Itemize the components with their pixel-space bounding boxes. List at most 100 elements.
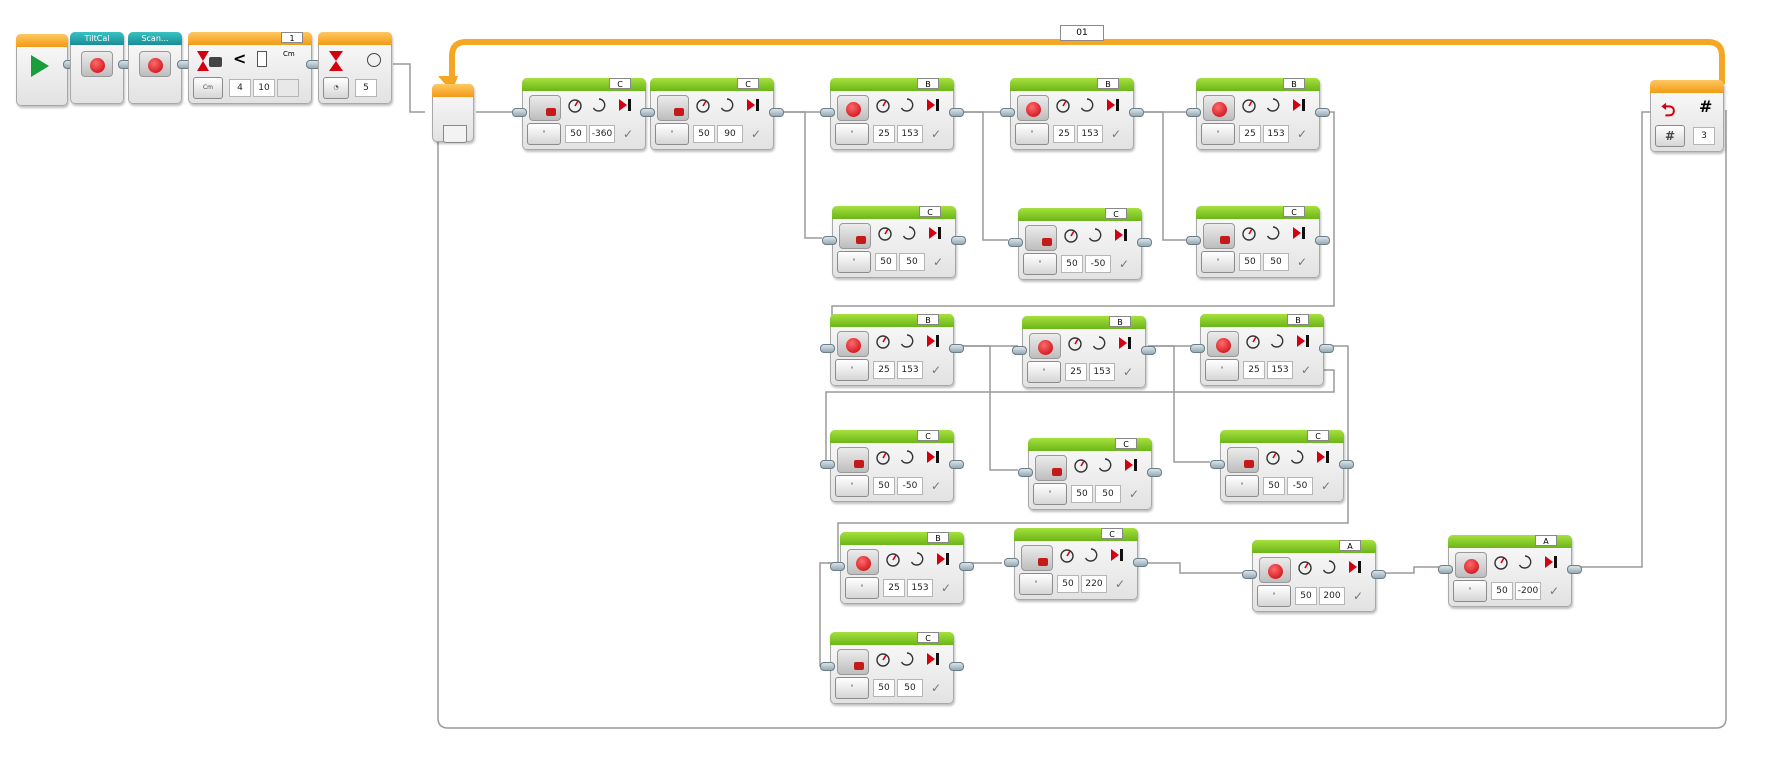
sequence-plug-in[interactable] — [1210, 460, 1225, 469]
sequence-plug-out[interactable] — [949, 108, 964, 117]
motor-port-selector[interactable]: B — [1097, 78, 1119, 89]
brake-checkbox[interactable]: ✓ — [930, 363, 942, 377]
degrees-input[interactable]: 153 — [1089, 363, 1115, 381]
motor-port-selector[interactable]: B — [917, 78, 939, 89]
sequence-plug-out[interactable] — [949, 460, 964, 469]
sequence-plug-in[interactable] — [830, 562, 845, 571]
motor-mode-selector[interactable]: ° — [1205, 359, 1239, 381]
brake-checkbox[interactable]: ✓ — [1122, 365, 1134, 379]
wait-ultrasonic-block[interactable]: 1 < Cm Cm 4 10 — [188, 32, 312, 104]
compare-type-input[interactable]: 4 — [229, 79, 251, 97]
brake-checkbox[interactable]: ✓ — [1128, 487, 1140, 501]
sequence-plug-out[interactable] — [951, 236, 966, 245]
scan-myblock[interactable]: Scan... — [128, 32, 182, 104]
power-input[interactable]: 50 — [693, 125, 715, 143]
degrees-input[interactable]: -200 — [1515, 582, 1541, 600]
motor-mode-selector[interactable]: ° — [835, 359, 869, 381]
power-input[interactable]: 25 — [1065, 363, 1087, 381]
power-input[interactable]: 50 — [1491, 582, 1513, 600]
sequence-plug-in[interactable] — [512, 108, 527, 117]
large-motor-block-m14[interactable]: C°50-50✓ — [1220, 430, 1344, 502]
sensor-port-selector[interactable]: 1 — [281, 32, 303, 43]
degrees-input[interactable]: 153 — [897, 361, 923, 379]
motor-port-selector[interactable]: B — [927, 532, 949, 543]
motor-port-selector[interactable]: C — [737, 78, 759, 89]
power-input[interactable]: 25 — [873, 361, 895, 379]
brake-checkbox[interactable]: ✓ — [1110, 127, 1122, 141]
degrees-input[interactable]: 220 — [1081, 575, 1107, 593]
power-input[interactable]: 50 — [1295, 587, 1317, 605]
sequence-plug-in[interactable] — [1438, 565, 1453, 574]
degrees-input[interactable]: -50 — [897, 477, 923, 495]
sequence-plug-out[interactable] — [1315, 108, 1330, 117]
motor-mode-selector[interactable]: ° — [1015, 123, 1049, 145]
motor-port-selector[interactable]: C — [1115, 438, 1137, 449]
power-input[interactable]: 25 — [883, 579, 905, 597]
measured-value-output[interactable] — [277, 79, 299, 97]
sequence-plug-in[interactable] — [1004, 558, 1019, 567]
degrees-input[interactable]: 50 — [897, 679, 923, 697]
motor-mode-selector[interactable]: ° — [527, 123, 561, 145]
motor-port-selector[interactable]: B — [1283, 78, 1305, 89]
sequence-plug-in[interactable] — [1242, 570, 1257, 579]
sequence-plug-in[interactable] — [820, 108, 835, 117]
sequence-plug-out[interactable] — [949, 662, 964, 671]
motor-port-selector[interactable]: C — [919, 206, 941, 217]
large-motor-block-m7[interactable]: C°50-50✓ — [1018, 208, 1142, 280]
motor-port-selector[interactable]: C — [1105, 208, 1127, 219]
motor-port-selector[interactable]: C — [917, 632, 939, 643]
power-input[interactable]: 50 — [873, 679, 895, 697]
degrees-input[interactable]: -50 — [1287, 477, 1313, 495]
motor-port-selector[interactable]: C — [1283, 206, 1305, 217]
power-input[interactable]: 50 — [1057, 575, 1079, 593]
degrees-input[interactable]: 50 — [899, 253, 925, 271]
power-input[interactable]: 50 — [875, 253, 897, 271]
ultrasonic-mode-selector[interactable]: Cm — [193, 77, 223, 99]
power-input[interactable]: 25 — [1239, 125, 1261, 143]
motor-mode-selector[interactable]: ° — [1201, 123, 1235, 145]
sequence-plug-out[interactable] — [1315, 236, 1330, 245]
degrees-input[interactable]: 153 — [897, 125, 923, 143]
motor-mode-selector[interactable]: ° — [845, 577, 879, 599]
brake-checkbox[interactable]: ✓ — [940, 581, 952, 595]
motor-mode-selector[interactable]: ° — [1201, 251, 1235, 273]
power-input[interactable]: 25 — [873, 125, 895, 143]
motor-port-selector[interactable]: C — [1101, 528, 1123, 539]
brake-checkbox[interactable]: ✓ — [1114, 577, 1126, 591]
motor-mode-selector[interactable]: ° — [655, 123, 689, 145]
brake-checkbox[interactable]: ✓ — [1352, 589, 1364, 603]
sequence-plug-in[interactable] — [820, 344, 835, 353]
brake-checkbox[interactable]: ✓ — [1296, 127, 1308, 141]
wait-time-block[interactable]: ◔ 5 — [318, 32, 392, 104]
brake-checkbox[interactable]: ✓ — [622, 127, 634, 141]
degrees-input[interactable]: 50 — [1095, 485, 1121, 503]
motor-port-selector[interactable]: C — [609, 78, 631, 89]
loop-mode-selector[interactable]: # — [1655, 125, 1685, 147]
motor-port-selector[interactable]: B — [917, 314, 939, 325]
degrees-input[interactable]: 153 — [1263, 125, 1289, 143]
sequence-plug-in[interactable] — [1190, 344, 1205, 353]
degrees-input[interactable]: 153 — [907, 579, 933, 597]
motor-mode-selector[interactable]: ° — [1027, 361, 1061, 383]
sequence-plug-in[interactable] — [640, 108, 655, 117]
motor-mode-selector[interactable]: ° — [835, 677, 869, 699]
brake-checkbox[interactable]: ✓ — [930, 681, 942, 695]
program-start-block[interactable] — [16, 34, 68, 106]
motor-port-selector[interactable]: A — [1339, 540, 1361, 551]
power-input[interactable]: 50 — [1071, 485, 1093, 503]
brake-checkbox[interactable]: ✓ — [1300, 363, 1312, 377]
sequence-plug-out[interactable] — [1567, 565, 1582, 574]
motor-mode-selector[interactable]: ° — [837, 251, 871, 273]
power-input[interactable]: 25 — [1243, 361, 1265, 379]
degrees-input[interactable]: 153 — [1077, 125, 1103, 143]
sequence-plug-in[interactable] — [1018, 468, 1033, 477]
degrees-input[interactable]: 90 — [717, 125, 743, 143]
